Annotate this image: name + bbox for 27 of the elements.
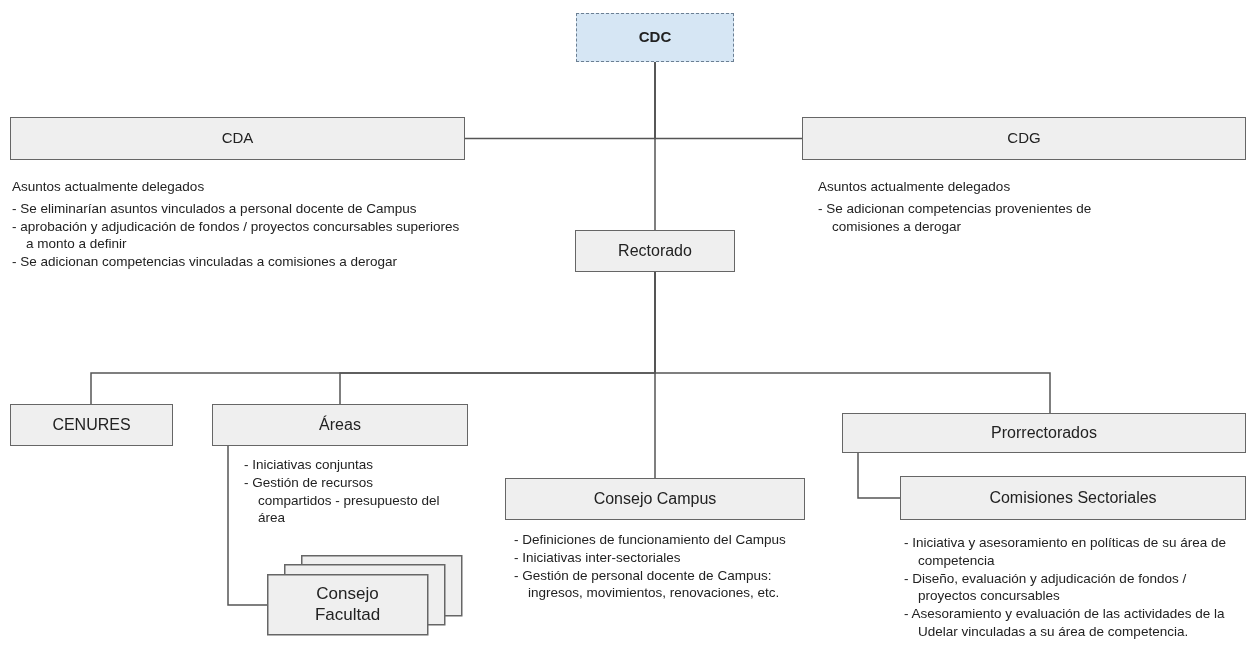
connector-line	[227, 445, 268, 606]
bullet-item: - Iniciativa y asesoramiento en políticas de su área de competencia	[904, 534, 1227, 570]
section-heading: Asuntos actualmente delegados	[12, 178, 206, 196]
bullet-item: - aprobación y adjudicación de fondos / proyectos concursables superiores a monto a definir	[12, 217, 461, 254]
bullet-item: - Gestión de recursos compartidos - presupuesto del área	[244, 473, 441, 528]
org-box: Consejo Campus	[505, 478, 805, 520]
org-box: Rectorado	[575, 230, 735, 272]
org-box: CDG	[802, 117, 1246, 160]
section-heading: Asuntos actualmente delegados	[818, 178, 1012, 196]
bullet-item: - Iniciativas inter-sectoriales	[514, 548, 682, 567]
bullet-item: - Asesoramiento y evaluación de las actividades de la Udelar vinculadas a su área de competencia.	[904, 605, 1226, 641]
connector-line	[654, 61, 803, 140]
bullet-item: - Iniciativas conjuntas	[244, 456, 375, 474]
bullet-item: - Definiciones de funcionamiento del Campus	[514, 531, 787, 549]
bullet-item: - Se adicionan competencias provenientes de comisiones a derogar	[818, 199, 1093, 236]
org-box: CENURES	[10, 404, 173, 446]
bullet-item: - Diseño, evaluación y adjudicación de fondos / proyectos concursables	[904, 569, 1188, 606]
connector-line	[857, 452, 901, 499]
org-box: CDA	[10, 117, 465, 160]
bullet-item: - Gestión de personal docente de Campus: ingresos, movimientos, renovaciones, etc.	[514, 566, 781, 603]
org-box: Comisiones Sectoriales	[900, 476, 1246, 520]
org-box: Áreas	[212, 404, 468, 446]
bullet-item: - Se adicionan competencias vinculadas a comisiones a derogar	[12, 253, 398, 272]
org-box: Prorrectorados	[842, 413, 1246, 453]
bullet-item: - Se eliminarían asuntos vinculados a personal docente de Campus	[12, 199, 418, 218]
box-label: Consejo Facultad	[313, 583, 382, 626]
dashed-box: CDC	[576, 13, 734, 62]
